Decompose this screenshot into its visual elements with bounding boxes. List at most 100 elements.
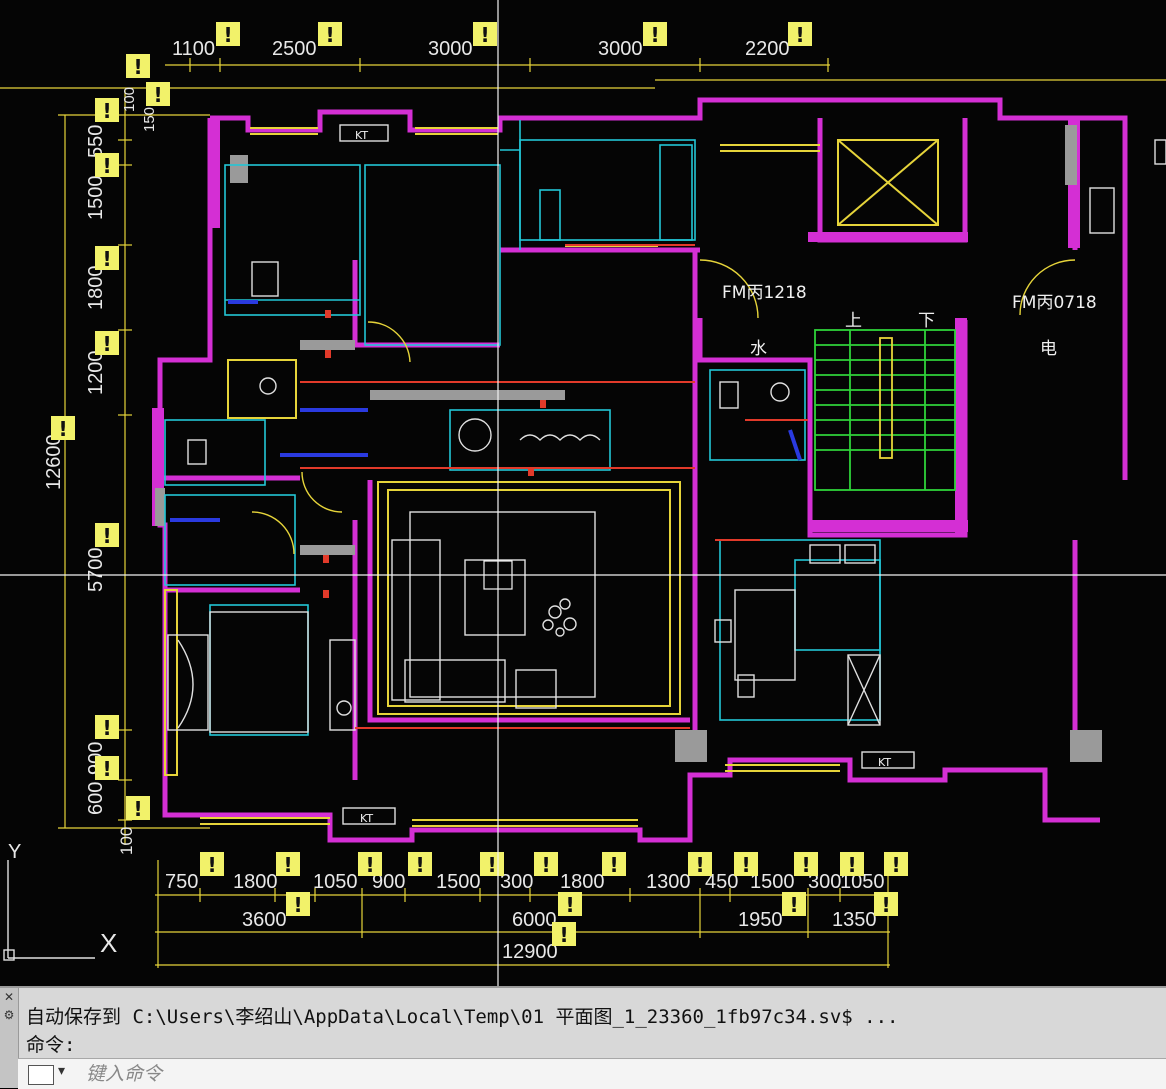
svg-text:1500: 1500: [436, 871, 481, 893]
warning-icon[interactable]: !: [643, 22, 667, 47]
warning-icon[interactable]: !: [840, 852, 864, 877]
dim-top-2: 2500: [272, 38, 317, 60]
warning-icon[interactable]: !: [473, 22, 497, 47]
warning-icon[interactable]: !: [95, 331, 119, 356]
columns: [155, 125, 1102, 762]
command-history-line-1: 自动保存到 C:\Users\李绍山\AppData\Local\Temp\01…: [26, 1006, 899, 1028]
svg-text:!: !: [58, 417, 67, 441]
dimension-lines: [0, 58, 1166, 968]
command-line-gripper[interactable]: ✕ ⚙: [0, 988, 19, 1088]
svg-text:!: !: [847, 853, 856, 877]
svg-text:!: !: [565, 893, 574, 917]
svg-text:1500: 1500: [750, 871, 795, 893]
dims-bottom-row2: 3600 6000 1950 1350 12900: [242, 909, 877, 963]
warning-icon[interactable]: !: [216, 22, 240, 47]
command-prompt-icon[interactable]: [28, 1065, 54, 1085]
svg-text:!: !: [415, 853, 424, 877]
svg-text:!: !: [801, 853, 810, 877]
dim-left-3: 550: [85, 125, 107, 158]
svg-text:750: 750: [165, 871, 198, 893]
dims-top: 1100 2500 3000 3000 2200: [172, 38, 790, 60]
svg-text:!: !: [609, 853, 618, 877]
svg-text:!: !: [223, 23, 232, 47]
warning-icon[interactable]: !: [602, 852, 626, 877]
warning-icon[interactable]: !: [95, 98, 119, 123]
warning-icon[interactable]: !: [146, 82, 170, 107]
dim-left-6: 1200: [85, 351, 107, 396]
svg-text:!: !: [102, 524, 111, 548]
warning-icon[interactable]: !: [95, 246, 119, 271]
warning-icon[interactable]: !: [95, 715, 119, 740]
warning-icon[interactable]: !: [95, 756, 119, 781]
door-label-fm1218: FM丙1218: [722, 283, 807, 303]
warning-icon[interactable]: !: [51, 416, 75, 441]
warning-icon[interactable]: !: [788, 22, 812, 47]
ucs-icon: [3, 860, 95, 961]
warning-icon[interactable]: !: [318, 22, 342, 47]
warning-icon[interactable]: !: [552, 922, 576, 947]
chevron-down-icon[interactable]: ▾: [58, 1063, 66, 1079]
warning-icon[interactable]: !: [794, 852, 818, 877]
warning-icon[interactable]: !: [126, 796, 150, 821]
svg-text:!: !: [207, 853, 216, 877]
svg-text:1800: 1800: [560, 871, 605, 893]
svg-text:!: !: [325, 23, 334, 47]
warning-icon[interactable]: !: [558, 892, 582, 917]
svg-text:1800: 1800: [233, 871, 278, 893]
settings-icon[interactable]: ⚙: [3, 1008, 15, 1022]
red-lines: [300, 244, 808, 729]
interior-yellow: [164, 127, 939, 827]
dims-left: 12600 100 150 550 1500 1800 1200 5700 90…: [43, 87, 158, 855]
command-input-row: ▾: [18, 1058, 1166, 1089]
warning-icon[interactable]: !: [95, 523, 119, 548]
warning-icon[interactable]: !: [782, 892, 806, 917]
warning-icon[interactable]: !: [874, 892, 898, 917]
svg-text:300: 300: [500, 871, 533, 893]
warning-icon[interactable]: !: [200, 852, 224, 877]
close-icon[interactable]: ✕: [3, 990, 15, 1004]
svg-text:!: !: [102, 99, 111, 123]
warning-icon[interactable]: !: [480, 852, 504, 877]
command-input[interactable]: [84, 1061, 1148, 1087]
electric-shaft-label: 电: [1040, 339, 1057, 359]
floor-plan[interactable]: KT KT KT: [0, 0, 1166, 986]
svg-text:!: !: [283, 853, 292, 877]
warning-icon[interactable]: !: [276, 852, 300, 877]
blue-lines: [170, 300, 802, 522]
warning-icon[interactable]: !: [358, 852, 382, 877]
svg-text:!: !: [365, 853, 374, 877]
svg-text:!: !: [650, 23, 659, 47]
warning-icon[interactable]: !: [534, 852, 558, 877]
warning-icon[interactable]: !: [286, 892, 310, 917]
svg-text:!: !: [891, 853, 900, 877]
drawing-canvas[interactable]: KT KT KT: [0, 0, 1166, 986]
warning-icon[interactable]: !: [408, 852, 432, 877]
dim-left-9: 600: [85, 782, 107, 815]
svg-text:3600: 3600: [242, 909, 287, 931]
interior-cyan: [164, 120, 881, 736]
dim-left-10: 100: [117, 827, 136, 855]
svg-text:KT: KT: [878, 756, 891, 769]
dim-left-1: 100: [121, 87, 138, 112]
svg-text:1950: 1950: [738, 909, 783, 931]
warning-icon[interactable]: !: [688, 852, 712, 877]
furniture: [167, 139, 1166, 733]
door-label-fm0718: FM丙0718: [1012, 293, 1097, 313]
warning-markers: !!!!!!!!!!!!!!!!!!!!!!!!!!!!!!!!!: [51, 22, 908, 947]
svg-text:!: !: [133, 55, 142, 79]
svg-text:!: !: [789, 893, 798, 917]
ac-labels: KT KT KT: [355, 129, 891, 825]
svg-text:6000: 6000: [512, 909, 557, 931]
svg-text:!: !: [795, 23, 804, 47]
svg-text:!: !: [741, 853, 750, 877]
warning-icon[interactable]: !: [95, 153, 119, 178]
warning-icon[interactable]: !: [126, 54, 150, 79]
dim-left-4: 1500: [85, 176, 107, 221]
ac-units: [339, 124, 915, 825]
warning-icon[interactable]: !: [884, 852, 908, 877]
svg-text:KT: KT: [355, 129, 368, 142]
warning-icon[interactable]: !: [734, 852, 758, 877]
dim-left-total: 12600: [43, 434, 65, 490]
wall-fills: [152, 118, 1080, 533]
svg-text:1050: 1050: [840, 871, 885, 893]
